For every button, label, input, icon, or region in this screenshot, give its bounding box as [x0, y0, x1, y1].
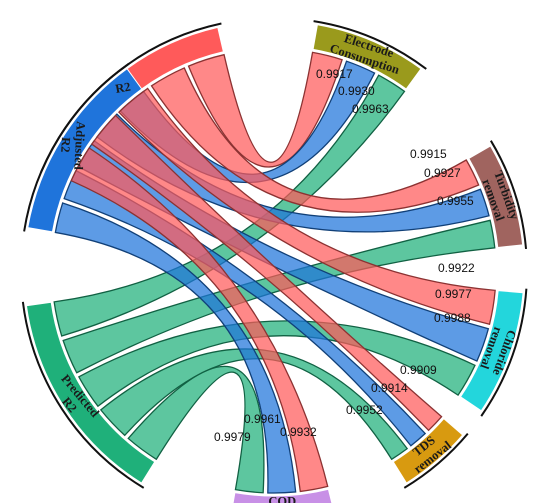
segment-rim-adj [23, 62, 130, 232]
segment-chl [459, 290, 524, 412]
segment-label-r2: R2 [114, 80, 131, 96]
segment-rim-pred [21, 301, 145, 489]
segment-rim-elec [313, 20, 427, 70]
ribbon-pred-tds [99, 348, 409, 461]
value-label-adj-tds: 0.9909 [400, 363, 437, 377]
value-label-adj-elec: 0.9930 [338, 84, 375, 98]
segment-rim-chl [480, 288, 528, 417]
value-label-adj-turb: 0.9915 [410, 147, 447, 161]
segment-tds [392, 417, 464, 484]
ribbon-r2-chl [117, 87, 496, 325]
segment-label-cod: CODremoval [261, 494, 305, 503]
ribbon-r2-cod [70, 147, 329, 493]
segments-layer [21, 20, 528, 503]
ribbon-adj-cod [54, 202, 297, 494]
segment-label-adj: AdjustedR2 [57, 120, 88, 170]
value-label-pred-chl: 0.9922 [438, 261, 475, 275]
ribbons-layer [53, 51, 496, 494]
segment-elec [312, 24, 422, 90]
value-label-r2-tds: 0.9952 [346, 403, 383, 417]
segment-cod [232, 488, 333, 503]
segment-rim-tds [403, 432, 469, 489]
segment-adj [27, 68, 143, 233]
value-label-pred-elec: 0.9917 [316, 67, 353, 81]
ribbon-pred-cod [127, 365, 265, 494]
value-label-r2-turb: 0.9955 [437, 194, 474, 208]
value-label-pred-tds: 0.9914 [371, 381, 408, 395]
segment-turb [468, 145, 524, 249]
segment-rim-turb [490, 140, 528, 250]
value-label-adj-chl: 0.9977 [435, 287, 472, 301]
ribbon-r2-turb [150, 67, 480, 213]
value-label-pred-turb: 0.9927 [424, 166, 461, 180]
segment-pred [25, 301, 156, 484]
value-label-r2-elec: 0.9963 [352, 102, 389, 116]
value-label-r2-cod: 0.9979 [214, 430, 251, 444]
ribbon-r2-elec [187, 51, 343, 168]
value-label-r2-chl: 0.9988 [434, 311, 471, 325]
value-label-pred-cod: 0.9932 [280, 425, 317, 439]
value-label-adj-cod: 0.9961 [244, 412, 281, 426]
ribbon-r2-tds [90, 114, 443, 432]
